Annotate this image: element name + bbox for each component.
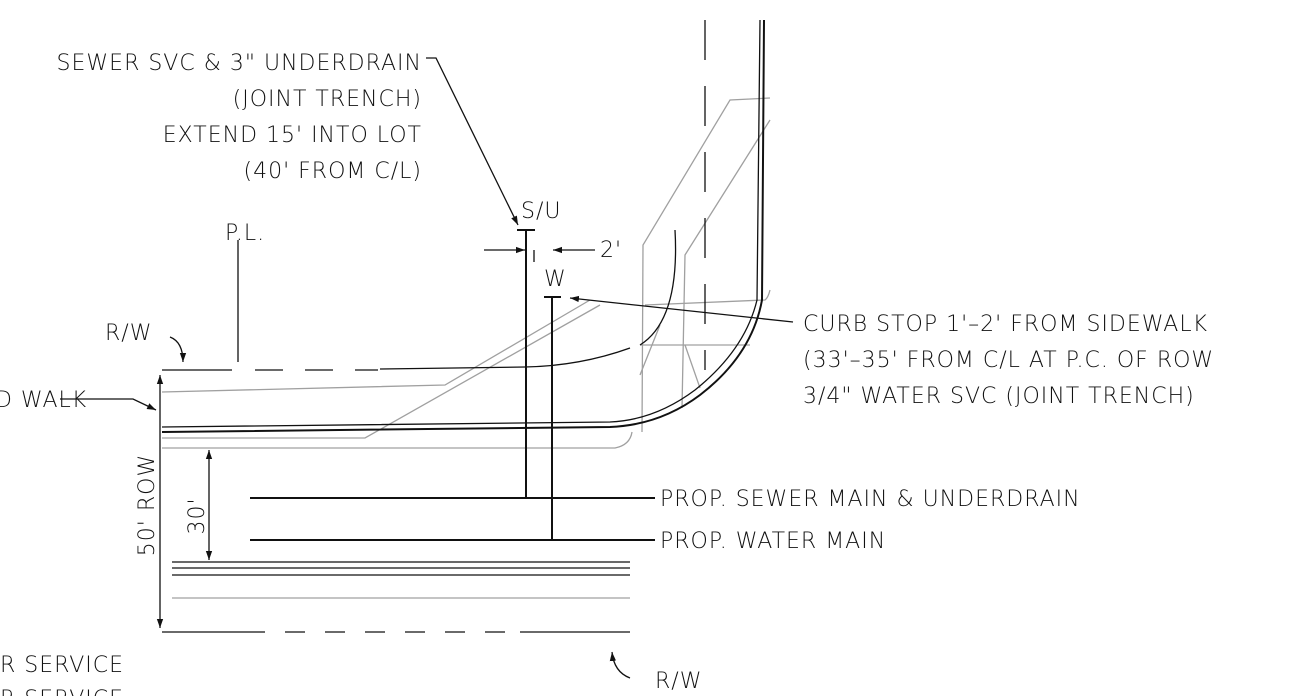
- row-lines: [162, 240, 631, 633]
- su-tag: S/U: [521, 199, 561, 224]
- utility-lines: [250, 229, 655, 541]
- row-top-leader: [169, 336, 187, 363]
- w-tag: W: [544, 267, 567, 292]
- curb-callout-line-3: 3/4" WATER SVC (JOINT TRENCH): [803, 384, 1195, 409]
- sewer-leader: [426, 57, 519, 226]
- sewer-main-label: PROP. SEWER MAIN & UNDERDRAIN: [660, 487, 1081, 512]
- walk-label: D WALK: [0, 388, 87, 413]
- property-line-label: P.L.: [225, 221, 265, 246]
- curb-callout-line-1: CURB STOP 1'–2' FROM SIDEWALK: [803, 312, 1208, 337]
- row-bottom-label: R/W: [655, 669, 702, 694]
- legend-line-1: R SERVICE: [0, 653, 124, 678]
- sewer-callout-line-1: SEWER SVC & 3" UNDERDRAIN: [57, 51, 422, 76]
- curb-leader: [569, 295, 794, 323]
- walk-leader: [60, 398, 157, 411]
- row-top-label: R/W: [105, 321, 152, 346]
- w-tee-cap: [544, 296, 561, 303]
- su-tee-cap: [517, 229, 535, 236]
- sewer-callout-line-2: (JOINT TRENCH): [233, 87, 422, 112]
- sewer-callout-line-3: EXTEND 15' INTO LOT: [163, 123, 422, 148]
- dimensions: [60, 57, 794, 679]
- legend-line-2: R SERVICE: [0, 687, 124, 696]
- labels: SEWER SVC & 3" UNDERDRAIN (JOINT TRENCH)…: [0, 51, 1214, 696]
- offset-2ft-label: 2': [600, 238, 622, 263]
- sewer-callout-line-4: (40' FROM C/L): [244, 159, 422, 184]
- row-bottom-leader: [609, 651, 631, 679]
- dim-30-label: 30': [185, 497, 210, 534]
- curb-edges: [161, 19, 765, 576]
- gray-linework: [161, 97, 771, 599]
- dim-50-label: 50' ROW: [135, 454, 160, 556]
- curb-callout-line-2: (33'–35' FROM C/L AT P.C. OF ROW: [803, 348, 1214, 373]
- water-main-label: PROP. WATER MAIN: [660, 529, 886, 554]
